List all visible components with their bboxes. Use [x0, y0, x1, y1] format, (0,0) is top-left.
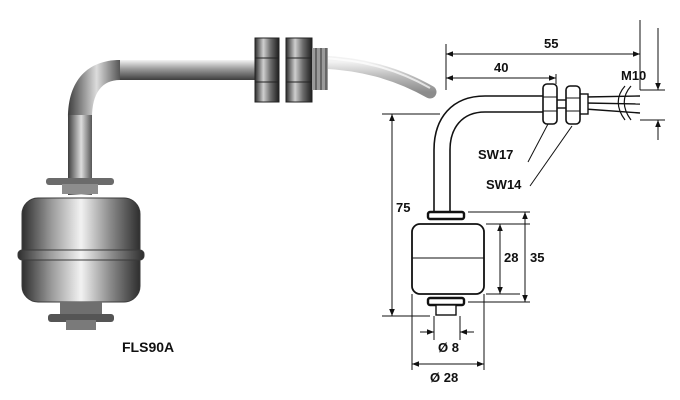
retaining-clip: [46, 178, 114, 185]
model-label: FLS90A: [122, 339, 174, 355]
drawing-float: [411, 223, 485, 295]
cable: [315, 55, 437, 99]
wire-leads: [584, 85, 641, 121]
sensor-photo: [17, 37, 437, 330]
technical-drawing: [411, 83, 641, 316]
dim-float-diameter: Ø 28: [430, 370, 458, 385]
dim-wrench-outer: SW17: [478, 147, 513, 162]
hex-nut-outer: [254, 37, 280, 103]
dim-float-assembly-height: 35: [530, 250, 544, 265]
dim-thread: M10: [621, 68, 646, 83]
stem-bend: [68, 60, 120, 118]
hex-nut-inner: [285, 37, 313, 103]
dimension-lines: [382, 20, 665, 370]
dim-stem-diameter: Ø 8: [438, 340, 459, 355]
dim-float-height: 28: [504, 250, 518, 265]
bottom-fitting: [60, 302, 102, 316]
dim-stem-length: 40: [494, 60, 508, 75]
drawing-nut-outer: [542, 83, 558, 125]
horizontal-stem: [110, 60, 260, 80]
dim-overall-length: 55: [544, 36, 558, 51]
dim-overall-height: 75: [396, 200, 410, 215]
drawing-nut-inner: [565, 85, 581, 125]
dim-wrench-inner: SW14: [486, 177, 522, 192]
